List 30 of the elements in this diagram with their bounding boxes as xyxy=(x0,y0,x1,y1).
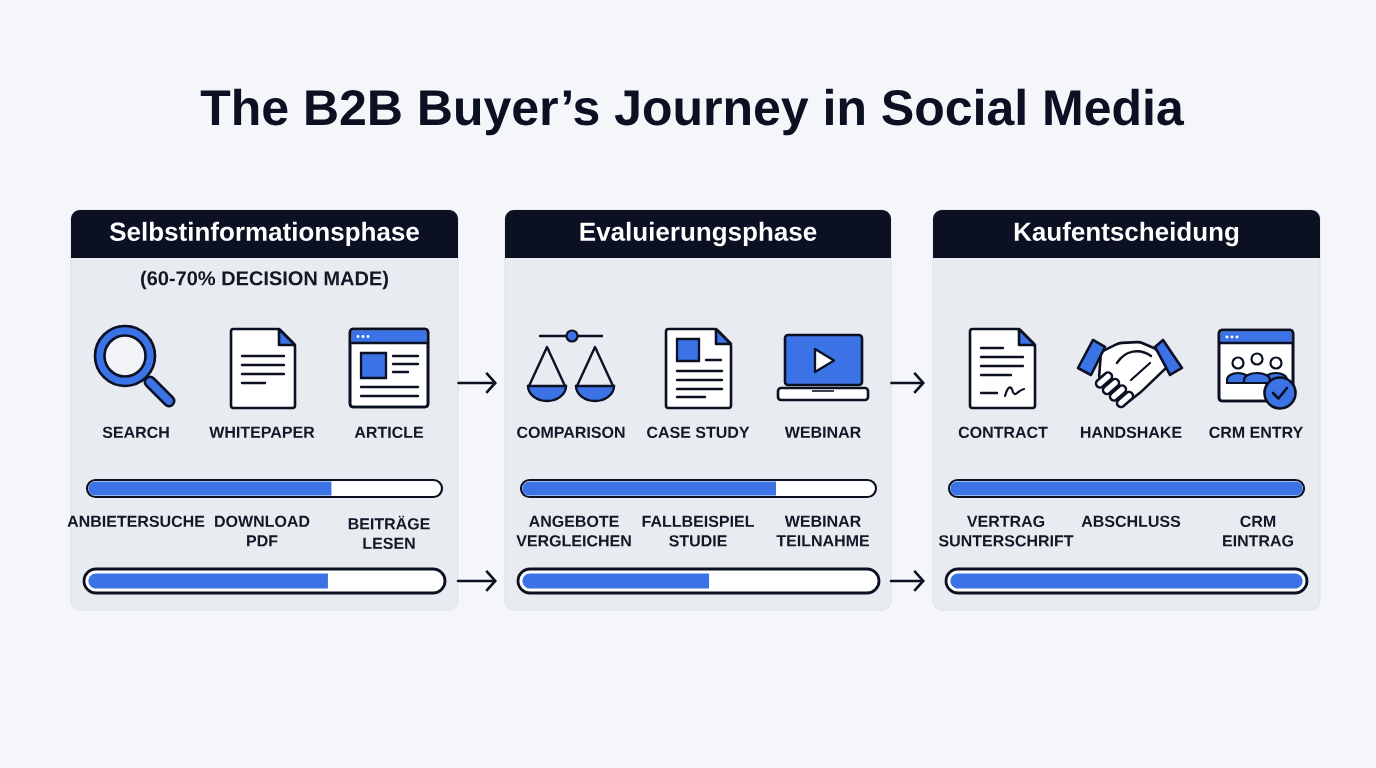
title: The B2B Buyer’s Journey in Social Media xyxy=(200,88,1185,136)
caption: ARTICLE xyxy=(354,426,424,438)
step-label: VERTRAG SUNTERSCHRIFT xyxy=(938,515,1074,547)
caption: WHITEPAPER xyxy=(209,426,315,438)
step-label: ANGEBOTE VERGLEICHEN xyxy=(516,515,631,547)
step-label: ANBIETERSUCHE xyxy=(67,515,205,527)
progress-bar xyxy=(82,567,447,595)
arrow xyxy=(457,372,497,394)
caption: WEBINAR xyxy=(784,426,861,438)
step-label: FALLBEISPIEL STUDIE xyxy=(642,515,754,547)
step-label: BEITRÄGE LESEN xyxy=(348,515,430,549)
step-label: ABSCHLUSS xyxy=(1081,515,1181,527)
step-label: WEBINAR TEILNAHME xyxy=(776,515,870,547)
subtitle: (60-70% DECISION MADE) xyxy=(141,270,388,290)
progress-bar xyxy=(85,478,444,499)
progress-bar xyxy=(944,567,1309,595)
arrow xyxy=(890,372,925,394)
progress-bar xyxy=(947,478,1306,499)
panel-heading: Evaluierungsphase xyxy=(505,210,891,258)
arrow xyxy=(889,570,925,592)
step-label: CRM EINTRAG xyxy=(1223,515,1293,547)
progress-bar xyxy=(519,478,878,499)
caption: HANDSHAKE xyxy=(1080,426,1182,438)
panel-heading: Selbstinformationsphase xyxy=(71,210,458,258)
caption: CRM ENTRY xyxy=(1209,426,1303,438)
caption: CASE STUDY xyxy=(647,426,750,438)
panel-heading: Kaufentscheidung xyxy=(933,210,1320,258)
step-label: DOWNLOAD PDF xyxy=(215,515,310,547)
progress-bar xyxy=(516,567,881,595)
arrow xyxy=(456,570,497,592)
